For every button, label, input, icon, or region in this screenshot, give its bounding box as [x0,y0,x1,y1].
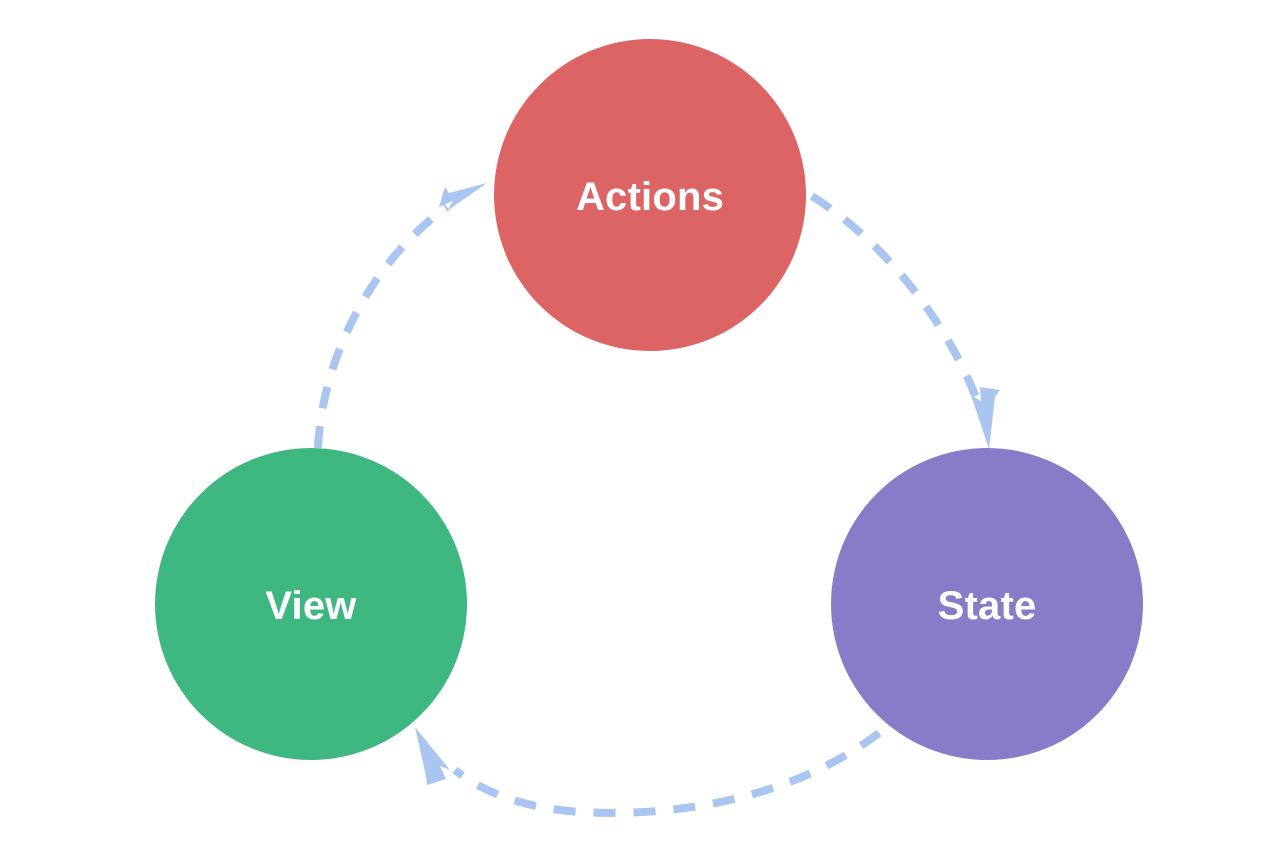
connector-state-to-view-arrowhead [415,727,450,785]
connector-actions-to-state-arrowhead [971,387,1000,449]
node-view[interactable]: View [155,448,467,760]
connector-view-to-actions-path [314,203,450,449]
connector-state-to-view [415,727,882,817]
node-actions-label: Actions [576,175,724,219]
connector-view-to-actions [314,183,487,449]
node-view-label: View [265,584,357,628]
connector-actions-to-state-path [809,192,981,402]
node-actions[interactable]: Actions [494,39,806,351]
connector-state-to-view-path [452,729,882,817]
node-actions-circle[interactable] [494,39,806,351]
connector-actions-to-state [809,192,1000,449]
node-view-circle[interactable] [155,448,467,760]
node-state[interactable]: State [831,448,1143,760]
node-state-circle[interactable] [831,448,1143,760]
connector-view-to-actions-arrowhead [439,183,487,211]
node-state-label: State [938,584,1037,628]
